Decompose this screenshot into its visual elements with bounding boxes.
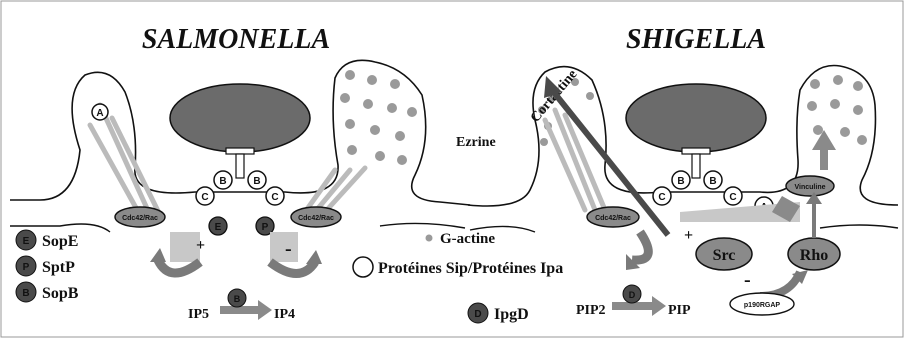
title-shigella: SHIGELLA [626,24,766,55]
badge-b2-right: B [709,176,716,187]
bacterium-body-left [170,84,310,152]
badge-b1-left: B [219,176,226,187]
rho-label: Rho [800,247,828,264]
proteins-label: Protéines Sip/Protéines Ipa [378,260,563,277]
cycle-arrow-right [632,232,648,260]
proteins-icon [353,257,373,277]
sptp-badge-label: P [262,222,269,233]
ip-arrow-head [258,300,272,320]
minus-sign-right: - [744,269,751,291]
ezrine-label: Ezrine [456,135,496,150]
plus-sign-left: + [196,237,205,254]
legend-ipgd-letter: D [474,309,481,320]
vinculine-up-arrow [812,130,836,170]
legend-sope-letter: E [23,236,30,247]
p190rgap-label: p190RGAP [744,302,781,309]
baseline-left-2 [380,223,465,228]
vinculine-label: Vinculine [795,184,826,191]
pip-arrow-head [652,296,666,316]
cycle-arrowhead-left-1 [150,248,166,262]
cdc42-rac-label-left-2: Cdc42/Rac [298,215,334,222]
legend-sptp-letter: P [23,262,30,273]
badge-c1-right: C [658,192,665,203]
inhibition-zone-left [270,232,298,262]
title-salmonella: SALMONELLA [142,24,330,55]
cdc42-rac-label-left-1: Cdc42/Rac [122,215,158,222]
sope-badge-label: E [215,222,222,233]
ip4-label: IP4 [274,307,295,322]
cycle-arrowhead-left-2 [306,250,322,264]
needle-base-right [682,148,710,154]
ip5-label: IP5 [188,307,209,322]
pip-ipgd-badge-label: D [629,290,636,300]
legend-ipgd-label: IpgD [494,306,529,323]
actin-filaments-right [545,110,605,210]
legend-sopb-label: SopB [42,285,79,302]
g-actine-label: G-actine [440,231,495,247]
pip2-label: PIP2 [576,303,606,318]
actin-dots-left [340,70,417,165]
needle-shaft-right [692,154,700,178]
badge-c2-right: C [729,192,736,203]
badge-c1-left: C [201,192,208,203]
badge-b1-right: B [677,176,684,187]
minus-sign-left: - [285,238,292,260]
legend-sptp-label: SptP [42,259,75,276]
ip-sopb-badge-label: B [234,294,241,304]
actin-dots-right [807,75,867,145]
baseline-right-2 [820,225,898,228]
src-label: Src [713,247,736,264]
needle-base-left [226,148,254,154]
legend-sopb-letter: B [22,288,29,299]
badge-c2-left: C [271,192,278,203]
plus-sign-right: + [684,227,693,244]
pip-label: PIP [668,303,691,318]
protein-a-label-left: A [96,108,103,119]
legend-sope-label: SopE [42,233,78,250]
needle-shaft-left [236,154,244,178]
badge-b2-left: B [253,176,260,187]
g-actine-icon [426,235,433,242]
cdc42-rac-label-right: Cdc42/Rac [595,215,631,222]
bacterium-body-right [626,84,766,152]
